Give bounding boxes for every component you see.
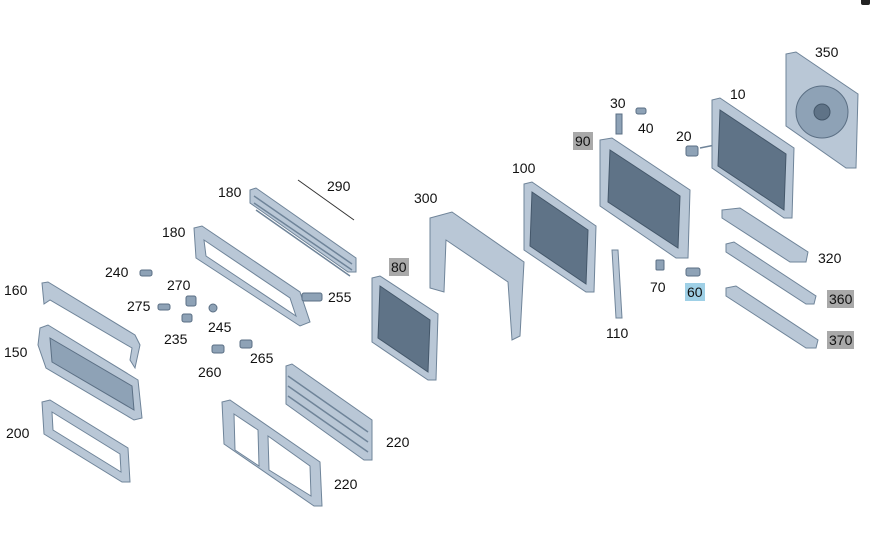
part-220-shutter-upper (285, 363, 373, 461)
label-240: 240 (105, 264, 129, 280)
label-300: 300 (414, 190, 438, 206)
label-200: 200 (6, 425, 30, 441)
part-180-upper-shutter (249, 187, 357, 277)
label-20: 20 (676, 128, 692, 144)
leader-290 (297, 179, 355, 221)
part-370-strip (725, 285, 819, 349)
label-180-lower: 180 (162, 224, 186, 240)
label-40: 40 (638, 120, 654, 136)
label-100: 100 (512, 160, 536, 176)
part-320-strip (721, 207, 809, 263)
part-90-radiator (599, 137, 691, 259)
label-275: 275 (127, 298, 151, 314)
part-220-shutter-lower (221, 399, 323, 507)
label-80[interactable]: 80 (389, 258, 409, 276)
label-260: 260 (198, 364, 222, 380)
label-30: 30 (610, 95, 626, 111)
label-235: 235 (164, 331, 188, 347)
part-160-bracket (41, 281, 141, 370)
corner-icon (861, 0, 870, 5)
part-10-radiator (711, 97, 795, 219)
label-370[interactable]: 370 (827, 331, 855, 349)
part-150-grille-panel (37, 324, 143, 421)
label-180-upper: 180 (218, 184, 242, 200)
part-360-strip (725, 241, 817, 305)
part-200-lower-frame (41, 399, 131, 483)
label-10: 10 (730, 86, 746, 102)
part-180-lower-shutter (193, 225, 311, 327)
label-360[interactable]: 360 (827, 290, 855, 308)
label-160: 160 (4, 282, 28, 298)
part-110-strip (611, 249, 623, 319)
fasteners-group (139, 269, 323, 354)
label-320: 320 (818, 250, 842, 266)
label-245: 245 (208, 319, 232, 335)
label-220-lower: 220 (334, 476, 358, 492)
label-90[interactable]: 90 (573, 132, 593, 150)
label-70: 70 (650, 279, 666, 295)
label-265: 265 (250, 350, 274, 366)
label-60[interactable]: 60 (685, 283, 705, 301)
label-350: 350 (815, 44, 839, 60)
label-290: 290 (327, 178, 351, 194)
label-110: 110 (606, 325, 629, 341)
label-220-upper: 220 (386, 434, 410, 450)
label-150: 150 (4, 344, 28, 360)
label-255: 255 (328, 289, 352, 305)
label-270: 270 (167, 277, 191, 293)
part-300-carrier (429, 211, 525, 341)
part-100-condenser (523, 181, 597, 293)
part-350-fan-shroud (785, 51, 859, 169)
part-80-radiator (371, 275, 439, 381)
